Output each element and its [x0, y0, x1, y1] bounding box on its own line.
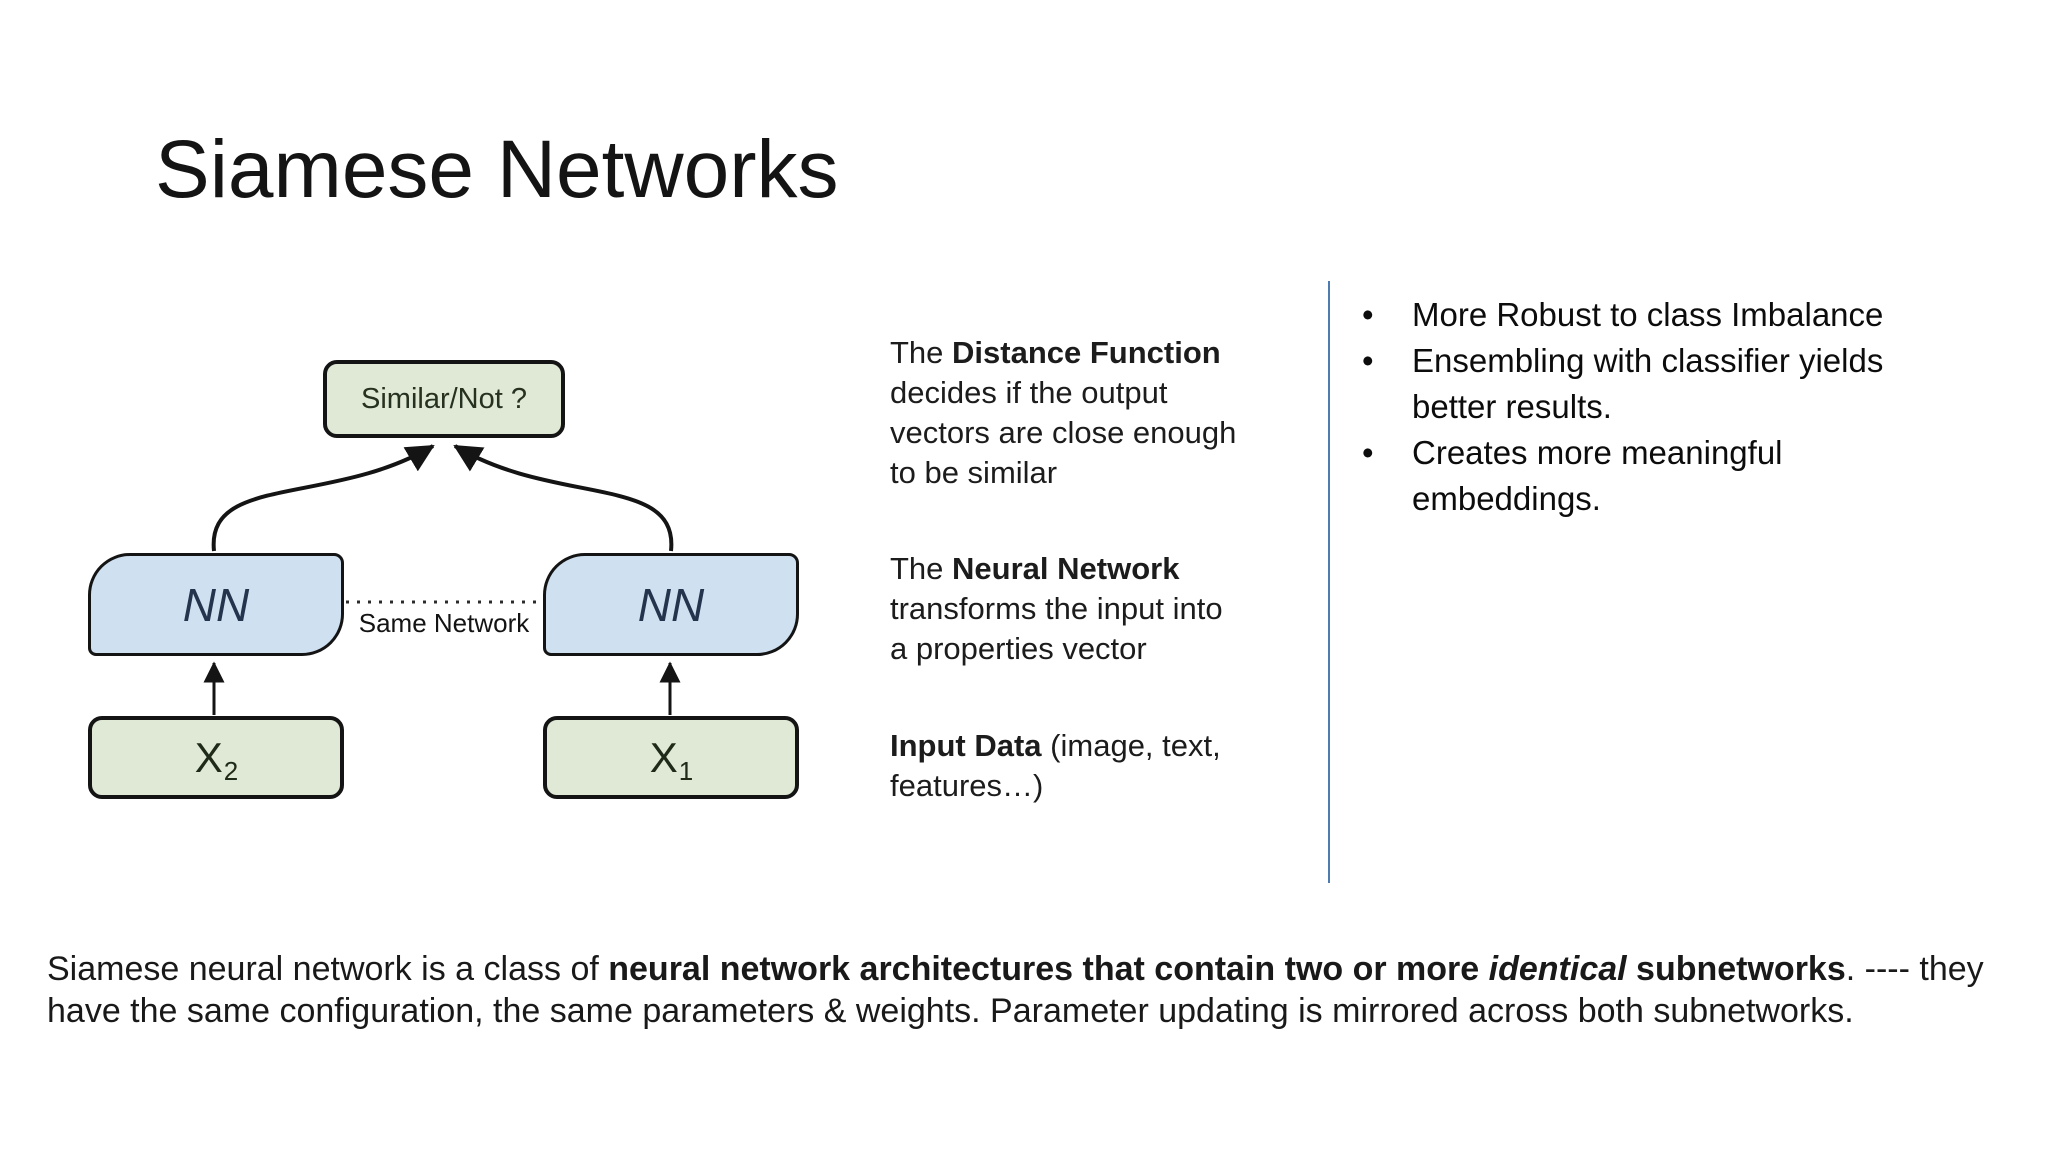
bullet-item: • More Robust to class Imbalance — [1362, 292, 1883, 338]
bullet-dot: • — [1362, 296, 1374, 333]
bullet-dot: • — [1362, 434, 1374, 471]
input-x2-base: X — [194, 733, 223, 781]
input-x2-sub: 2 — [223, 756, 239, 786]
text-line: vectors are close enough — [890, 415, 1237, 450]
arrow-nn-left-to-output — [211, 444, 435, 552]
slide-title: Siamese Networks — [155, 124, 839, 215]
text-line: Siamese neural network is a class of neu… — [47, 950, 1984, 988]
nn-box-left-label: NN — [182, 578, 250, 631]
same-network-label: Same Network — [358, 608, 530, 638]
nn-box-right-label: NN — [637, 578, 705, 631]
text-line: The Neural Network — [890, 551, 1180, 586]
text-line: a properties vector — [890, 631, 1147, 666]
output-box-label: Similar/Not ? — [361, 382, 527, 415]
text-line: decides if the output — [890, 375, 1168, 410]
footer-paragraph: Siamese neural network is a class of neu… — [47, 948, 1984, 1032]
text-line: transforms the input into — [890, 591, 1223, 626]
text-line: Input Data (image, text, — [890, 728, 1221, 763]
input-x1-base: X — [649, 733, 678, 781]
nn-box-left: NN — [88, 553, 344, 656]
bullet-text: More Robust to class Imbalance — [1412, 296, 1884, 333]
text-line: to be similar — [890, 455, 1058, 490]
vertical-divider — [1328, 281, 1330, 883]
bullet-dot: • — [1362, 342, 1374, 379]
explanation-distance-function: The Distance Function decides if the outp… — [890, 333, 1236, 493]
benefits-list: • More Robust to class Imbalance • Ensembli… — [1362, 292, 1883, 522]
output-box: Similar/Not ? — [323, 360, 565, 438]
text-line: have the same configuration, the same pa… — [47, 992, 1854, 1030]
arrow-nn-right-to-output — [453, 444, 674, 552]
text-line: features…) — [890, 768, 1044, 803]
text-line: The Distance Function — [890, 335, 1221, 370]
explanation-neural-network: The Neural Network transforms the input i… — [890, 549, 1223, 669]
explanation-input-data: Input Data (image, text, features…) — [890, 726, 1221, 806]
input-x1-sub: 1 — [678, 756, 694, 786]
nn-box-right: NN — [543, 553, 799, 656]
